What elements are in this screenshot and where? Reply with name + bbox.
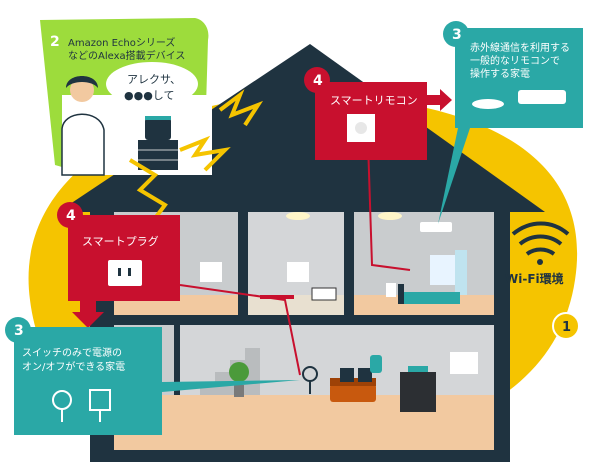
smart-remote-label: スマートリモコン	[330, 94, 418, 107]
alexa-label-line1: Amazon Echoシリーズ	[68, 36, 175, 49]
remote-home-panel	[455, 28, 583, 128]
smart-remote-number: 4	[313, 73, 323, 89]
plant-pot-icon	[234, 385, 244, 397]
remote-home-line2: 一般的なリモコンで	[470, 54, 560, 67]
window-icon	[287, 262, 309, 282]
switch-home-line1: スイッチのみで電源の	[22, 346, 122, 359]
person-head-icon	[70, 78, 94, 102]
alexa-user-illustration	[40, 18, 212, 176]
smart-plug-number: 4	[66, 208, 76, 224]
remote-home-number-badge	[443, 21, 469, 47]
smart-plug-slot-icon	[128, 268, 131, 276]
speech-bubble	[106, 62, 198, 106]
ceiling-light-icon	[378, 212, 402, 220]
smart-plug-device-icon	[108, 260, 142, 286]
curtain-icon	[455, 250, 467, 295]
switch-home-panel	[14, 327, 162, 435]
speech-line2: ●●●して	[124, 89, 174, 102]
person-hair-icon	[66, 76, 98, 88]
smart-remote-number-badge	[304, 67, 330, 93]
ceiling-light-icon	[286, 212, 310, 220]
lightning-icon	[179, 135, 231, 172]
switch-home-line2: オン/オフができる家電	[22, 360, 125, 373]
speech-line1: アレクサ、	[127, 73, 181, 86]
remote-home-line3: 操作する家電	[470, 67, 530, 80]
ceiling-light-icon	[472, 99, 504, 109]
alexa-label-line2: などのAlexa搭載デバイス	[68, 49, 185, 62]
bed-icon	[400, 292, 460, 304]
smart-plug-slot-icon	[118, 268, 121, 276]
window-icon	[200, 262, 222, 282]
remote-home-number: 3	[452, 27, 462, 43]
lamp-icon	[386, 283, 396, 297]
switch-home-number: 3	[14, 323, 24, 339]
lightning-icon	[128, 158, 168, 227]
smart-plug-cable	[179, 284, 301, 376]
chair-icon	[340, 368, 354, 382]
cabinet-top-icon	[408, 366, 428, 372]
remote-home-callout	[438, 21, 583, 224]
floor-lower	[114, 395, 494, 450]
person-body-icon	[61, 113, 105, 176]
alexa-number: 2	[50, 34, 60, 50]
switch-home-callout	[5, 317, 300, 435]
smart-plug-panel	[68, 215, 180, 301]
window-icon	[450, 352, 478, 374]
sofa-icon	[330, 384, 376, 402]
smart-remote-cable	[367, 141, 411, 271]
water-cooler-icon	[370, 355, 382, 373]
wifi-label: Wi-Fi環境	[505, 271, 564, 286]
smart-plug-arrow-icon	[72, 300, 104, 328]
air-conditioner-icon	[518, 90, 566, 104]
remote-home-pointer	[438, 128, 470, 224]
drawer-icon	[138, 140, 178, 170]
remote-home-line1: 赤外線通信を利用する	[470, 41, 570, 54]
lightning-icon	[218, 89, 264, 127]
switch-home-number-badge	[5, 317, 31, 343]
smart-plug-label: スマートプラグ	[82, 234, 159, 248]
speech-bubble-tail	[104, 96, 130, 112]
wifi-number: 1	[562, 320, 571, 335]
echo-device-icon	[145, 118, 171, 140]
smart-remote-callout	[304, 67, 452, 271]
plant-icon	[229, 362, 249, 382]
smart-plug-number-badge	[57, 202, 83, 228]
table-icon	[260, 295, 294, 299]
air-conditioner-icon	[420, 222, 452, 232]
bed-headboard-icon	[398, 284, 404, 304]
wifi-icon	[511, 221, 570, 265]
chair-icon	[358, 368, 372, 382]
cabinet-icon	[400, 372, 436, 412]
arrow-icon	[427, 89, 452, 111]
tv-icon	[311, 287, 337, 301]
echo-light-icon	[145, 116, 171, 120]
switch-home-pointer	[162, 380, 300, 392]
smart-remote-sensor-icon	[355, 122, 367, 134]
smart-plug-callout	[57, 202, 301, 376]
wifi-number-badge	[552, 312, 580, 340]
